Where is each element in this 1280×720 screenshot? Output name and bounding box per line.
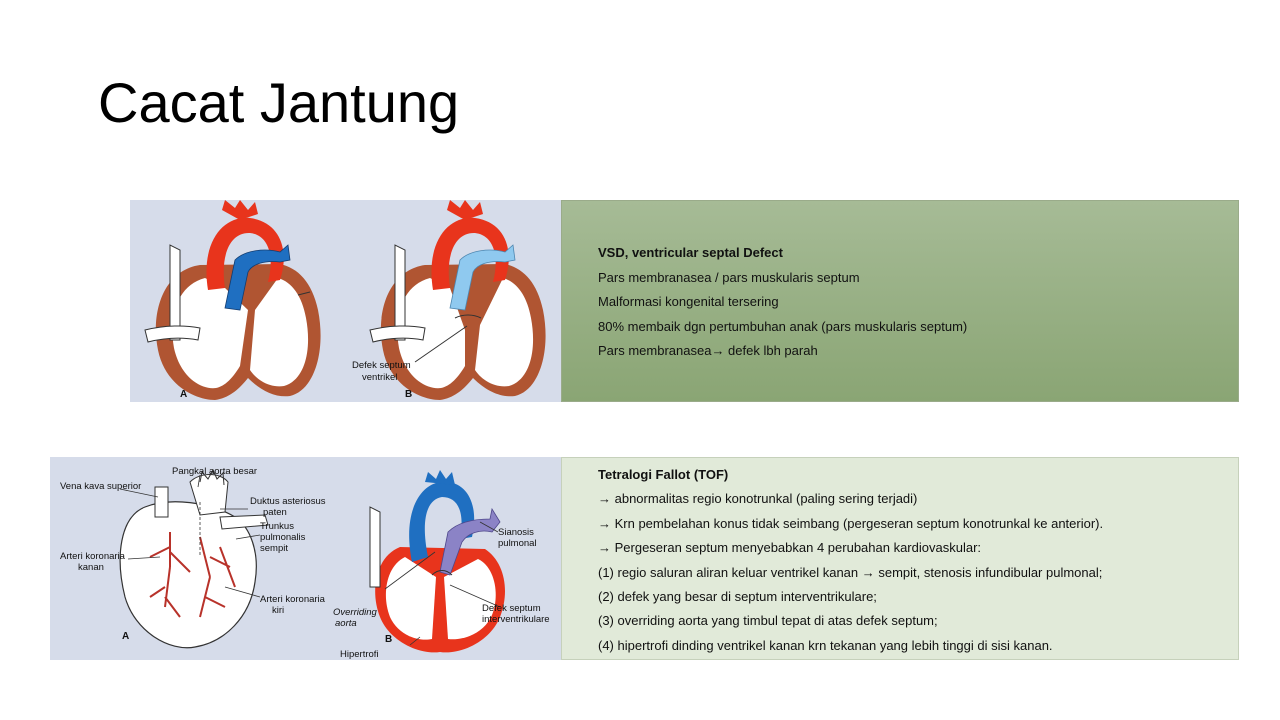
vsd-heart-b: B (369, 200, 546, 400)
vsd-illustration: A B Defek septum ventrikel (130, 200, 561, 402)
vsd-line: Pars membranasea→ defek lbh parah (598, 343, 818, 359)
tof-label-arteri-kiri-1: Arteri koronaria (260, 594, 326, 605)
vsd-heart-a: A (144, 200, 321, 400)
tof-label-sianosis-1: Sianosis (498, 527, 534, 538)
vsd-text-box: VSD, ventricular septal Defect Pars memb… (561, 200, 1239, 402)
vsd-line: Pars membranasea / pars muskularis septu… (598, 269, 860, 285)
vsd-label-b: B (405, 389, 412, 400)
tof-label-defek-1: Defek septum (482, 603, 541, 614)
tof-label-trunkus-1: Trunkus (260, 521, 294, 532)
tof-label-vena-kava: Vena kava superior (60, 481, 141, 492)
vsd-line: 80% membaik dgn pertumbuhan anak (pars m… (598, 318, 968, 334)
tof-label-arteri-kanan-1: Arteri koronaria (60, 551, 126, 562)
tof-label-sianosis-2: pulmonal (498, 538, 537, 549)
tof-line: → abnormalitas regio konotrunkal (paling… (598, 491, 918, 507)
tof-label-duktus-2: paten (263, 507, 287, 518)
slide-title: Cacat Jantung (98, 71, 460, 134)
tof-label-duktus-1: Duktus asteriosus (250, 496, 326, 507)
tof-label-defek-2: interventrikulare (482, 614, 550, 625)
tof-heart-a: A (119, 468, 269, 649)
tof-label-hipertrofi: Hipertrofi (340, 649, 379, 660)
vsd-defect-label-1: Defek septum (352, 360, 411, 371)
tof-line: (3) overriding aorta yang timbul tepat d… (598, 613, 938, 629)
tof-label-arteri-kanan-2: kanan (78, 562, 104, 573)
vsd-label-a: A (180, 389, 187, 400)
tof-heading: Tetralogi Fallot (TOF) (598, 467, 729, 482)
tof-label-pangkal-aorta: Pangkal aorta besar (172, 466, 257, 477)
tof-line: → Pergeseran septum menyebabkan 4 peruba… (598, 540, 982, 556)
tof-line: (4) hipertrofi dinding ventrikel kanan k… (598, 637, 1053, 653)
tof-label-trunkus-3: sempit (260, 543, 288, 554)
vsd-defect-label-2: ventrikel (362, 372, 397, 383)
tof-label-overriding-1: Overriding (333, 607, 378, 618)
tof-label-b: B (385, 634, 392, 645)
vsd-heading: VSD, ventricular septal Defect (598, 245, 783, 260)
tof-line: (1) regio saluran aliran keluar ventrike… (598, 564, 1103, 580)
tof-line: → Krn pembelahan konus tidak seimbang (p… (598, 515, 1104, 531)
vsd-line: Malformasi kongenital tersering (598, 294, 779, 310)
tof-text-box: Tetralogi Fallot (TOF) → abnormalitas re… (561, 457, 1239, 660)
tof-label-trunkus-2: pulmonalis (260, 532, 306, 543)
tof-label-overriding-2: aorta (335, 618, 357, 629)
tof-label-a: A (122, 631, 129, 642)
tof-line: (2) defek yang besar di septum intervent… (598, 589, 877, 605)
tof-label-arteri-kiri-2: kiri (272, 605, 284, 616)
tof-illustration: A Vena kava superior Pangkal aorta besar… (50, 457, 561, 660)
tof-heart-b: B (369, 470, 505, 653)
